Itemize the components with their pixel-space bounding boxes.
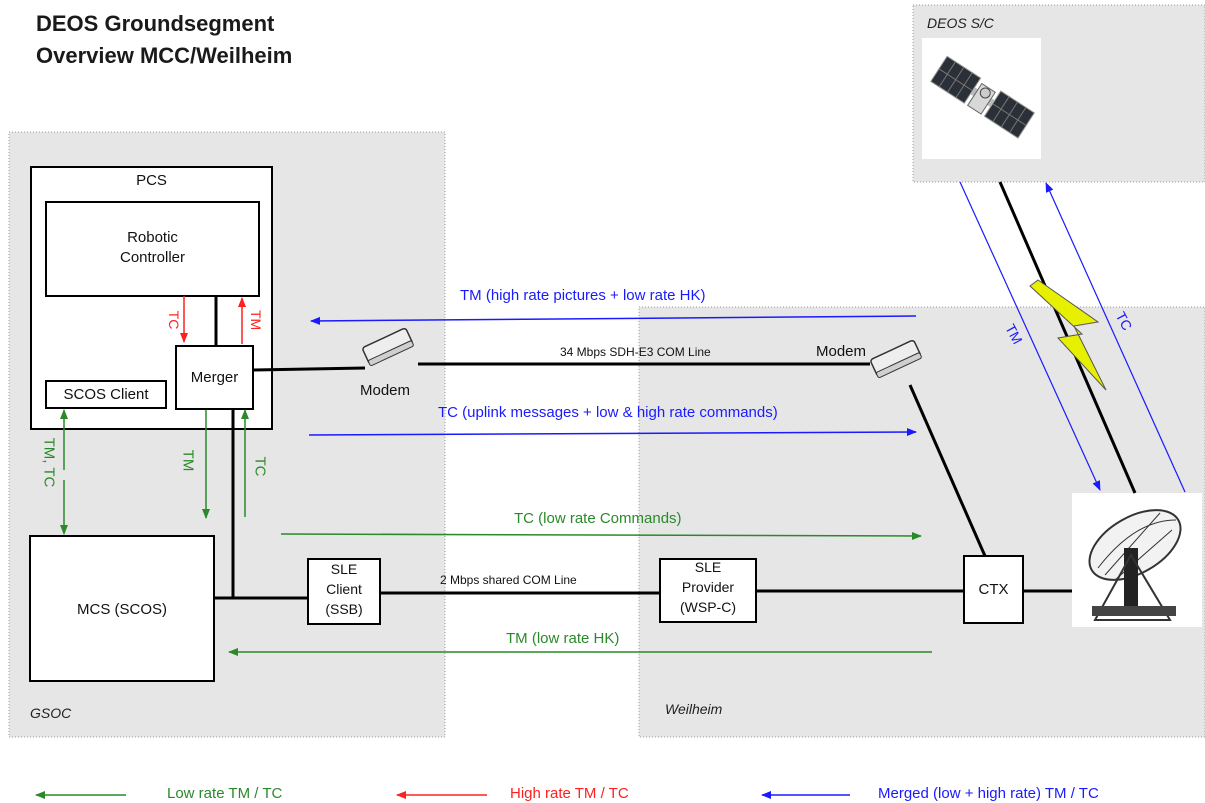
gsoc-label: GSOC <box>30 705 71 721</box>
merger-label: Merger <box>176 369 253 386</box>
legend-high-label: High rate TM / TC <box>510 785 629 802</box>
scos-client-label: SCOS Client <box>46 386 166 403</box>
modem-right-label: Modem <box>816 343 866 360</box>
legend-merged-label: Merged (low + high rate) TM / TC <box>878 785 1099 802</box>
tc-red-label: TC <box>166 310 182 330</box>
tc-low-label: TC (low rate Commands) <box>514 510 682 527</box>
robotic-controller-label-1: Robotic <box>46 229 259 246</box>
mcs-label: MCS (SCOS) <box>30 601 214 618</box>
ctx-label: CTX <box>964 581 1023 598</box>
tc-uplink-label: TC (uplink messages + low & high rate co… <box>438 404 778 421</box>
sdh-line-label: 34 Mbps SDH-E3 COM Line <box>560 345 711 359</box>
shared-line-label: 2 Mbps shared COM Line <box>440 573 577 587</box>
tm-green-label: TM <box>180 449 197 473</box>
diagram-title-line1: DEOS Groundsegment <box>36 10 274 37</box>
pcs-label: PCS <box>31 172 272 189</box>
legend-low-label: Low rate TM / TC <box>167 785 282 802</box>
modem-left-label: Modem <box>360 382 410 399</box>
tm-red-label: TM <box>248 310 264 330</box>
sle-client-label-3: (SSB) <box>308 601 380 617</box>
weilheim-label: Weilheim <box>665 701 722 717</box>
tm-low-label: TM (low rate HK) <box>506 630 619 647</box>
sle-provider-label-1: SLE <box>660 559 756 575</box>
sle-provider-label-2: Provider <box>660 579 756 595</box>
tc-green-label: TC <box>252 455 269 479</box>
spacecraft-label: DEOS S/C <box>927 15 994 31</box>
sle-client-label-1: SLE <box>308 561 380 577</box>
tm-high-label: TM (high rate pictures + low rate HK) <box>460 287 706 304</box>
sle-provider-label-3: (WSP-C) <box>660 599 756 615</box>
diagram-title-line2: Overview MCC/Weilheim <box>36 42 292 69</box>
sle-client-label-2: Client <box>308 581 380 597</box>
robotic-controller-label-2: Controller <box>46 249 259 266</box>
tm-tc-green-label: TM, TC <box>41 438 58 488</box>
